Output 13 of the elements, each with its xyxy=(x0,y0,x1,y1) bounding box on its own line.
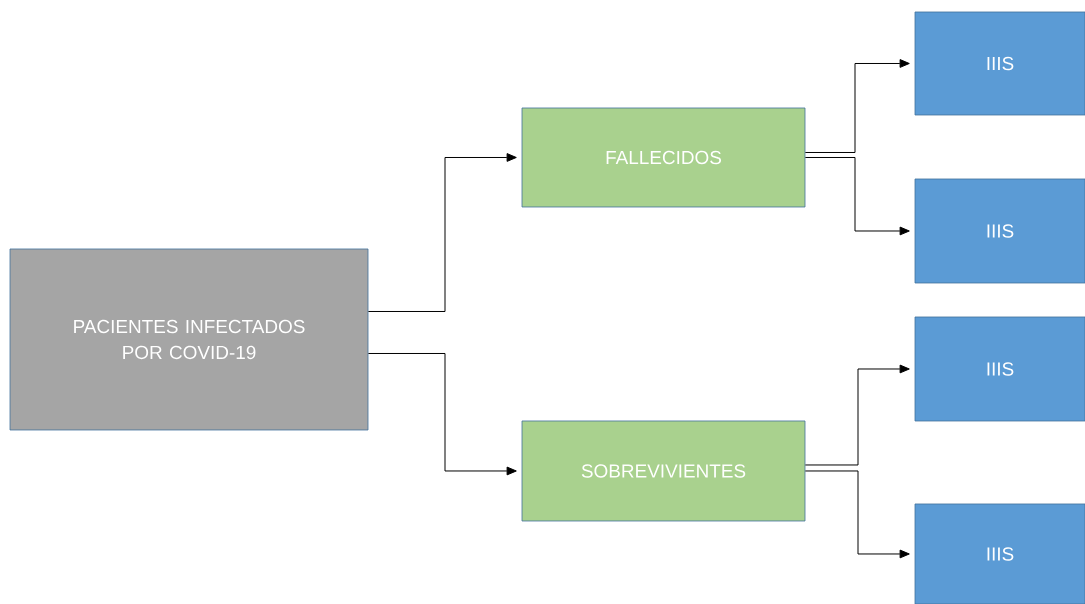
category-box: SOBREVIVIENTES xyxy=(521,420,806,522)
result-box: IIIS xyxy=(914,316,1085,422)
result-box: IIIS xyxy=(914,178,1085,284)
result-box: IIIS xyxy=(914,503,1085,604)
arrow xyxy=(804,470,910,559)
category-box: FALLECIDOS xyxy=(521,107,806,208)
arrow xyxy=(367,353,517,476)
process-box: PACIENTES INFECTADOS POR COVID-19 xyxy=(9,248,369,431)
arrow xyxy=(804,59,910,153)
result-box: IIIS xyxy=(914,11,1085,116)
arrow xyxy=(804,364,910,466)
arrow xyxy=(367,153,517,312)
arrow xyxy=(804,157,910,236)
